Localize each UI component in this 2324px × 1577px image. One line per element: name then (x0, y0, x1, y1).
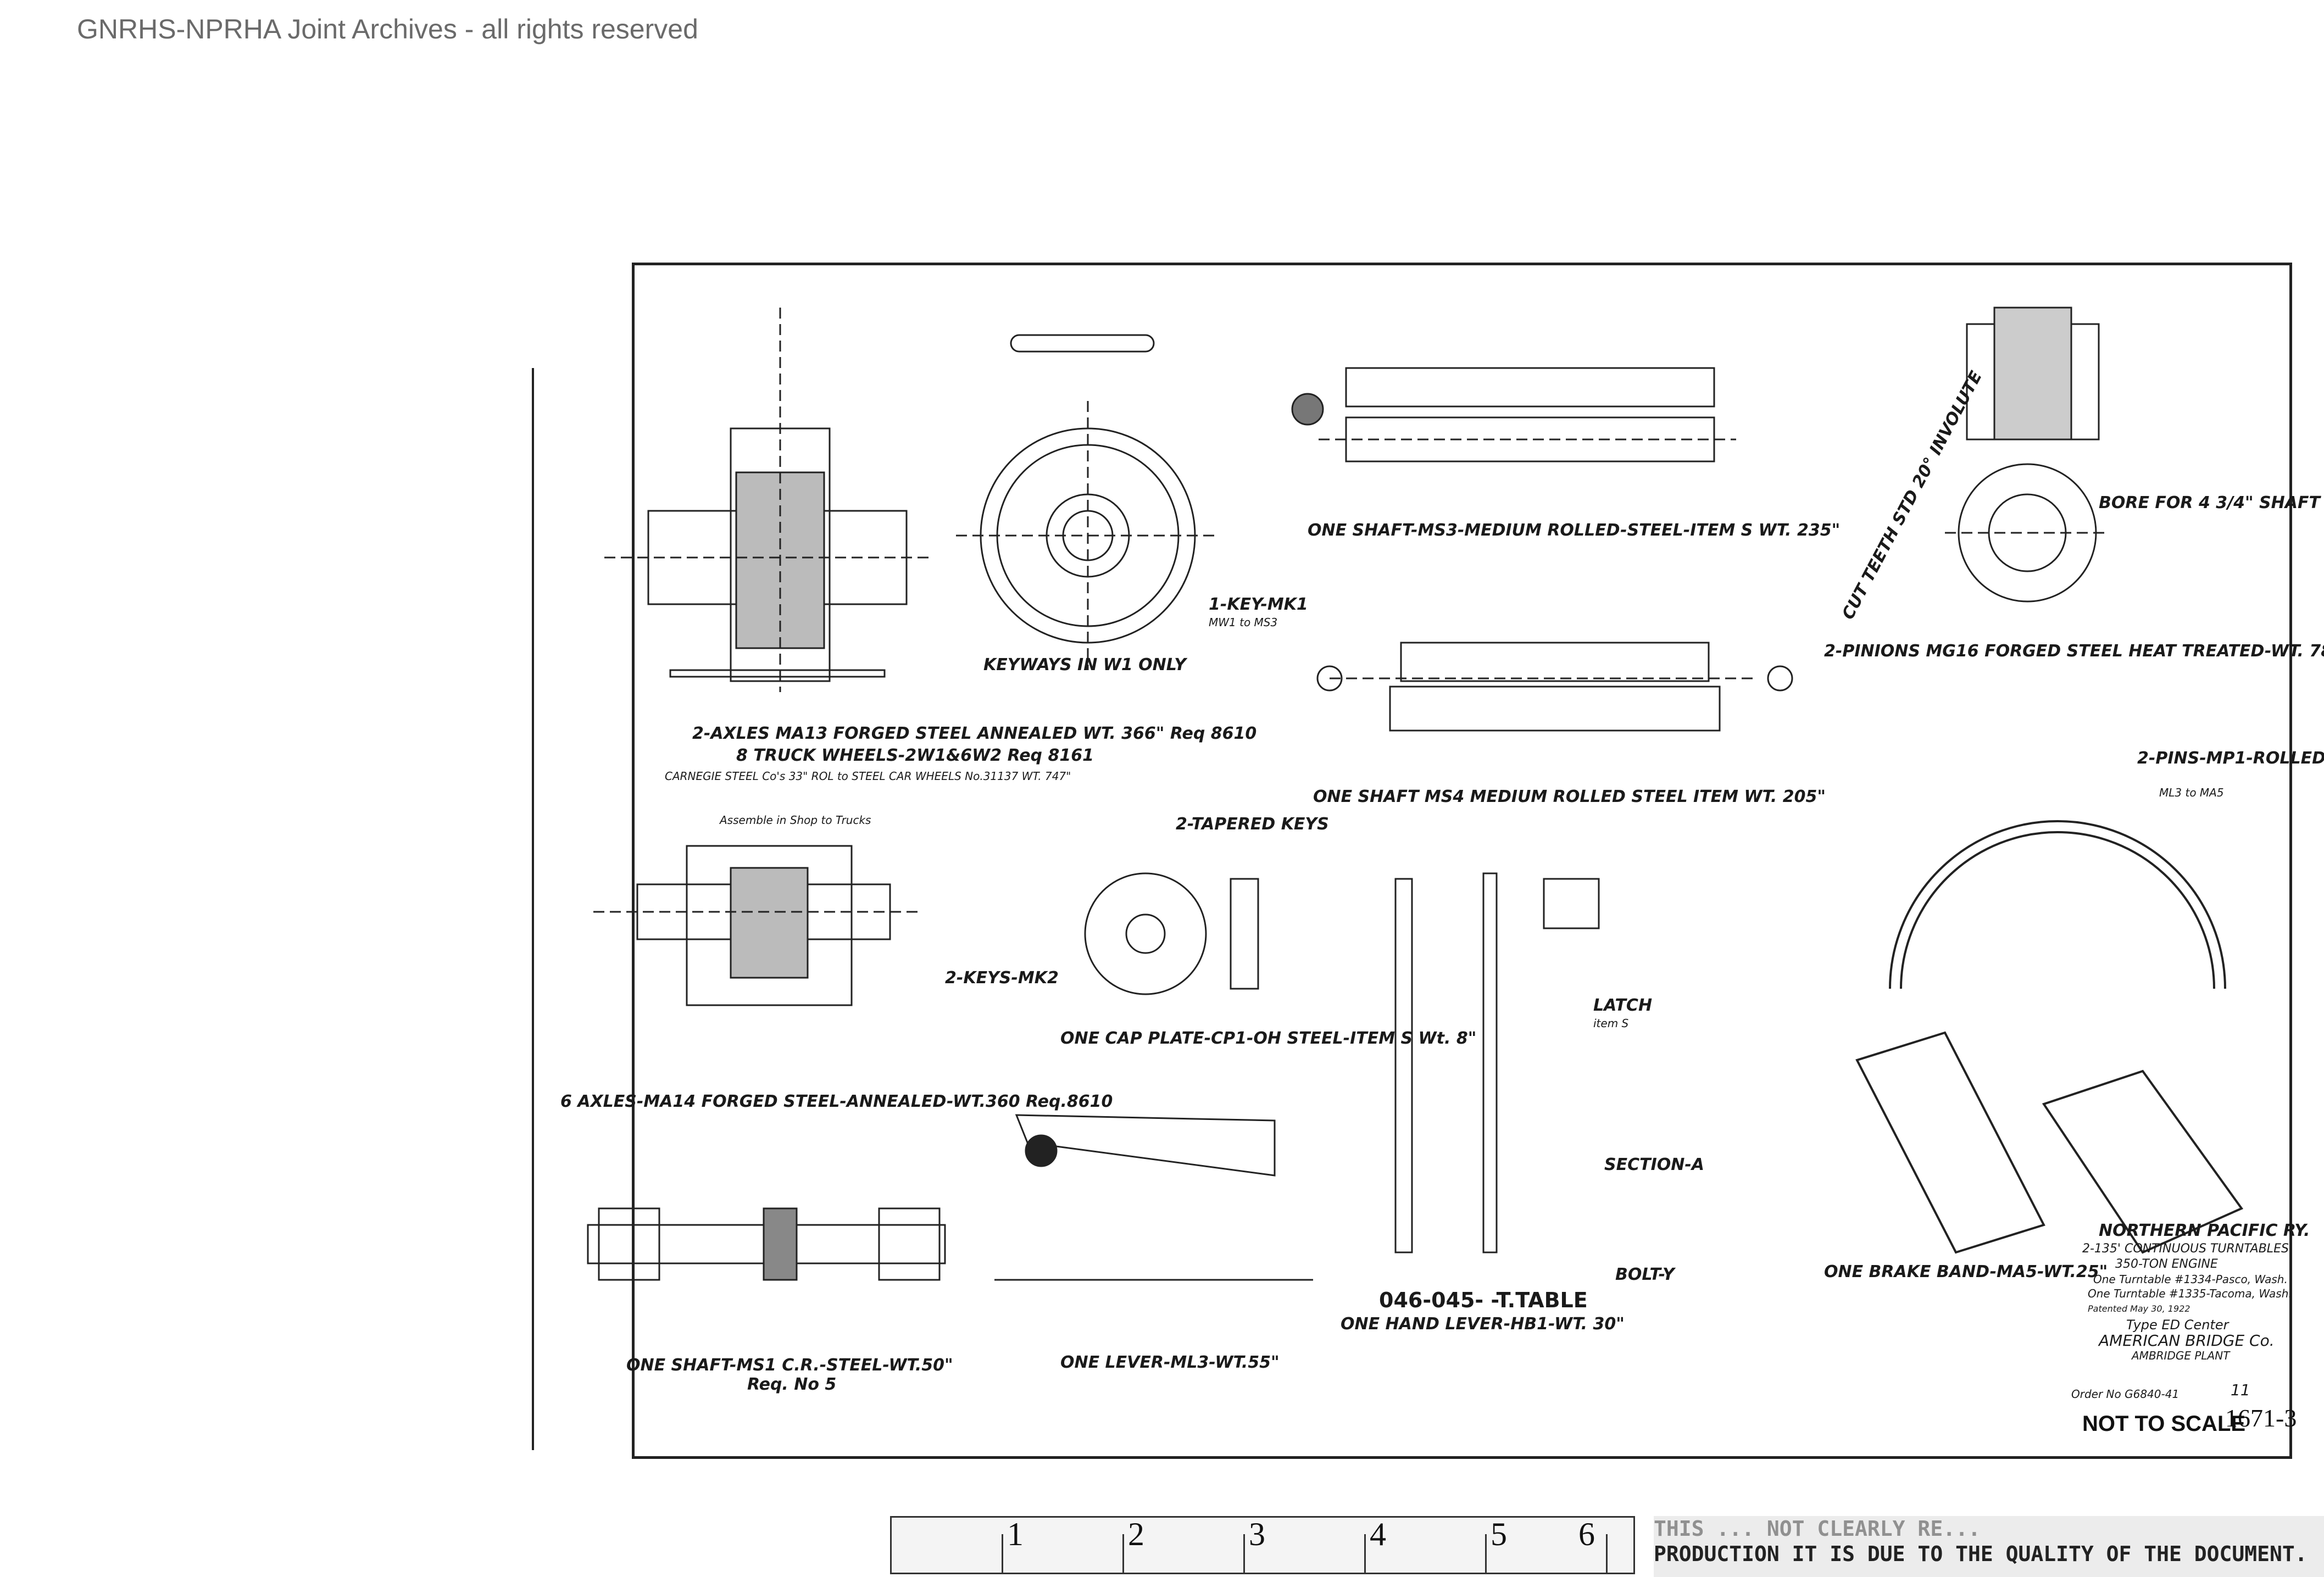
key-mk1-label: 1-KEY-MK1 (1209, 595, 1308, 614)
shaft-ms1-drawing (587, 1207, 946, 1281)
title-order: Order No G6840-41 (2071, 1387, 2179, 1401)
banner-line-1: THIS ... NOT CLEARLY RE... (1654, 1517, 1981, 1541)
title-block: NORTHERN PACIFIC RY. 2-135' CONTINUOUS T… (2071, 1221, 2310, 1401)
pinions-label: 2-PINIONS MG16 FORGED STEEL HEAT TREATED… (1824, 642, 2324, 661)
shaft-ms4-drawing (1316, 642, 1793, 732)
pinion-mg16-drawing (1945, 307, 2110, 603)
axles-ma13-label: 2-AXLES MA13 FORGED STEEL ANNEALED WT. 3… (692, 724, 1256, 743)
wheel-w1-drawing (956, 334, 1220, 670)
brake-band-label: ONE BRAKE BAND-MA5-WT.25" (1824, 1262, 2108, 1281)
title-patented: Patented May 30, 1922 (2088, 1303, 2190, 1314)
title-line2: One Turntable #1335-Tacoma, Wash. (2088, 1287, 2292, 1300)
carnegie-label: CARNEGIE STEEL Co's 33" ROL to STEEL CAR… (665, 770, 1071, 783)
title-owner: NORTHERN PACIFIC RY. (2099, 1221, 2310, 1240)
quality-disclaimer-banner: THIS ... NOT CLEARLY RE... PRODUCTION IT… (1654, 1516, 2324, 1577)
sheet-number: 1671-3 (2225, 1404, 2297, 1432)
title-line1: One Turntable #1334-Pasco, Wash. (2093, 1273, 2288, 1286)
hand-lever-label: ONE HAND LEVER-HB1-WT. 30" (1341, 1314, 1625, 1334)
shaft-ms3-drawing (1291, 367, 1736, 462)
section-a-label: SECTION-A (1604, 1155, 1704, 1174)
archive-caption: GNRHS-NPRHA Joint Archives - all rights … (77, 14, 698, 44)
shaft-ms4-label: ONE SHAFT MS4 MEDIUM ROLLED STEEL ITEM W… (1313, 787, 1826, 806)
hand-lever-drawing (1394, 872, 1600, 1253)
truck-wheels-label: 8 TRUCK WHEELS-2W1&6W2 Req 8161 (736, 746, 1094, 765)
key-mk1-sub-label: MW1 to MS3 (1209, 616, 1277, 629)
keys-mk2-label: 2-KEYS-MK2 (945, 968, 1059, 988)
brake-band-drawing (1855, 820, 2244, 1254)
bolt-y-label: BOLT-Y (1615, 1265, 1676, 1284)
bore-label: BORE FOR 4 3/4" SHAFT (2099, 493, 2321, 512)
drawing-sheet-border (632, 263, 2292, 1459)
shaft-ms1-req: Req. No 5 (747, 1375, 836, 1394)
cap-plate-drawing (1084, 872, 1259, 995)
lever-ml3-label: ONE LEVER-ML3-WT.55" (1060, 1353, 1280, 1372)
measurement-ruler: 1 2 3 4 5 6 (890, 1516, 1635, 1574)
axle-ma14-drawing (593, 845, 923, 1006)
latch-sub-label: item S (1593, 1017, 1629, 1030)
ruler-mark-3: 3 (1249, 1516, 1265, 1552)
title-plant: AMBRIDGE PLANT (2131, 1349, 2231, 1362)
latch-label: LATCH (1593, 996, 1652, 1015)
cap-plate-label: ONE CAP PLATE-CP1-OH STEEL-ITEM S Wt. 8" (1060, 1029, 1476, 1048)
title-sheet: 11 (2231, 1381, 2250, 1399)
lever-ml3-drawing (994, 1114, 1313, 1281)
ruler-mark-1: 1 (1007, 1516, 1024, 1552)
title-type: Type ED Center (2126, 1317, 2230, 1333)
axle-ma13-drawing (604, 308, 934, 692)
not-to-scale-note: NOT TO SCALE (2082, 1412, 2246, 1436)
ruler-mark-5: 5 (1491, 1516, 1507, 1552)
pins-label: 2-PINS-MP1-ROLLED STEEL-ITEM S (2137, 749, 2324, 768)
ruler-mark-6: 6 (1578, 1516, 1595, 1552)
ruler-mark-4: 4 (1370, 1516, 1386, 1552)
title-maker: AMERICAN BRIDGE Co. (2098, 1331, 2275, 1350)
shaft-ms1-label: ONE SHAFT-MS1 C.R.-STEEL-WT.50" (626, 1356, 953, 1375)
keyways-label: KEYWAYS IN W1 ONLY (983, 655, 1188, 675)
pins-sub-label: ML3 to MA5 (2159, 786, 2224, 799)
shaft-ms3-label: ONE SHAFT-MS3-MEDIUM ROLLED-STEEL-ITEM S… (1308, 521, 1840, 540)
tapered-keys-label: 2-TAPERED KEYS (1176, 815, 1329, 834)
banner-line-2: PRODUCTION IT IS DUE TO THE QUALITY OF T… (1654, 1542, 2308, 1566)
table-label: 046-045- -T.TABLE (1379, 1288, 1588, 1312)
axles-ma14-label: 6 AXLES-MA14 FORGED STEEL-ANNEALED-WT.36… (560, 1092, 1113, 1111)
ruler-mark-2: 2 (1128, 1516, 1144, 1552)
title-subject: 2-135' CONTINUOUS TURNTABLES (2082, 1242, 2289, 1256)
involute-label: CUT TEETH STD 20° INVOLUTE (1838, 368, 1986, 623)
title-capacity: 350-TON ENGINE (2115, 1257, 2218, 1271)
assemble-label: Assemble in Shop to Trucks (719, 813, 871, 827)
